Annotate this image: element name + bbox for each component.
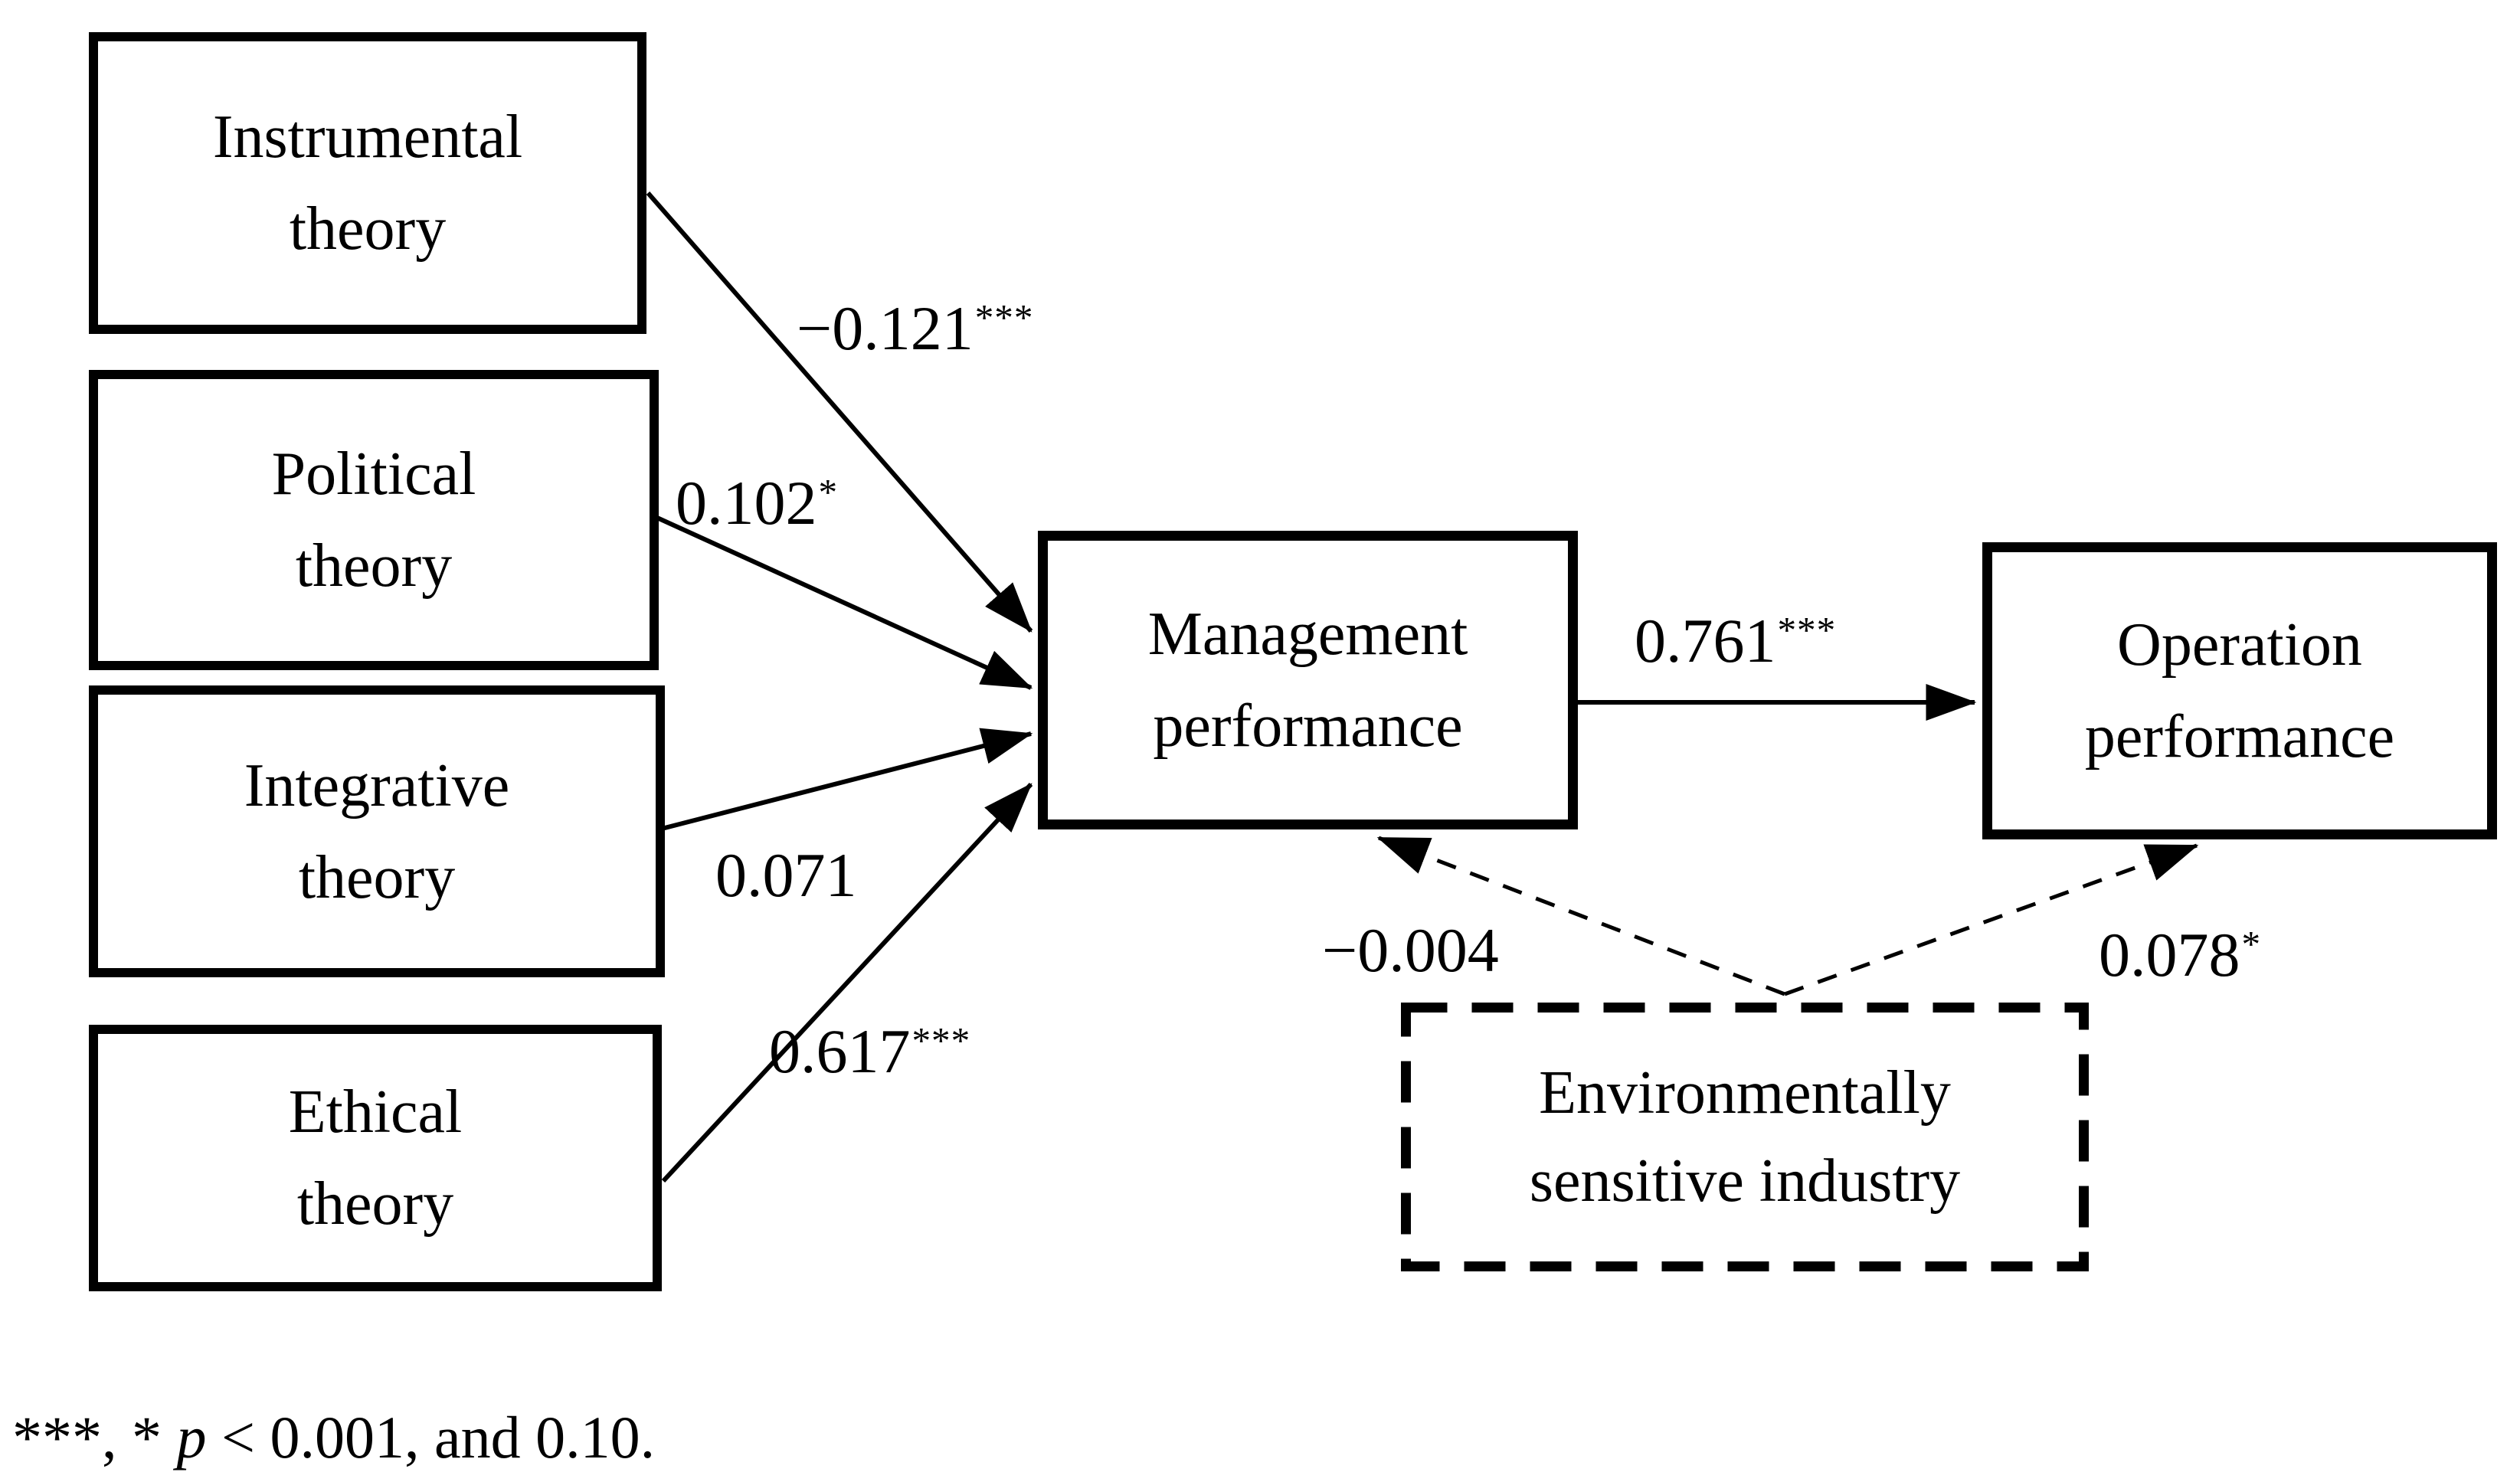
significance-stars: ***: [974, 296, 1034, 339]
node-label: Instrumental theory: [212, 103, 523, 263]
coefficient-value: 0.617: [769, 1016, 911, 1086]
node-operation-performance: Operation performance: [1982, 542, 2497, 839]
coefficient-instrumental-management: −0.121***: [797, 293, 1034, 363]
arrow-industry-to-management: [1376, 836, 1785, 996]
note-rest: < 0.001, and 0.10.: [206, 1404, 656, 1471]
node-environmentally-sensitive-industry: Environmentally sensitive industry: [1401, 1003, 2089, 1271]
coefficient-industry-management: −0.004: [1322, 915, 1499, 985]
node-label: Ethical theory: [288, 1078, 463, 1238]
node-label: Management performance: [1147, 600, 1468, 760]
coefficient-ethical-management: 0.617***: [769, 1016, 971, 1086]
coefficient-integrative-management: 0.071: [715, 840, 857, 910]
node-label: Integrative theory: [244, 751, 510, 911]
arrow-ethical-to-management: [661, 782, 1033, 1183]
coefficient-industry-operation: 0.078*: [2099, 920, 2262, 990]
note-prefix: ***, *: [12, 1404, 177, 1471]
coefficient-management-operation: 0.761***: [1635, 606, 1837, 676]
node-label: Operation performance: [2084, 611, 2395, 770]
industry-box-border: [1401, 1003, 2089, 1271]
note-p-symbol: p: [176, 1404, 207, 1471]
coefficient-value: 0.761: [1635, 606, 1776, 676]
coefficient-value: 0.078: [2099, 920, 2240, 990]
significance-stars: ***: [1777, 609, 1837, 652]
significance-stars: ***: [911, 1019, 971, 1062]
arrow-political-to-management: [656, 515, 1033, 690]
coefficient-political-management: 0.102*: [676, 468, 839, 538]
node-instrumental-theory: Instrumental theory: [89, 32, 646, 334]
arrow-instrumental-to-management: [646, 191, 1033, 633]
node-political-theory: Political theory: [89, 370, 659, 670]
coefficient-value: −0.121: [797, 293, 974, 363]
node-management-performance: Management performance: [1038, 531, 1578, 829]
significance-note: ***, * p < 0.001, and 0.10.: [12, 1402, 655, 1474]
node-label: Political theory: [271, 440, 476, 600]
arrow-integrative-to-management: [661, 728, 1033, 831]
arrow-industry-to-operation: [1784, 843, 2199, 996]
node-integrative-theory: Integrative theory: [89, 685, 665, 977]
node-label: Environmentally sensitive industry: [1529, 1059, 1961, 1215]
coefficient-value: 0.102: [676, 468, 817, 538]
coefficient-value: 0.071: [715, 840, 857, 910]
significance-stars: *: [818, 471, 839, 514]
node-ethical-theory: Ethical theory: [89, 1025, 662, 1291]
significance-stars: *: [2241, 923, 2262, 966]
coefficient-value: −0.004: [1322, 915, 1499, 985]
